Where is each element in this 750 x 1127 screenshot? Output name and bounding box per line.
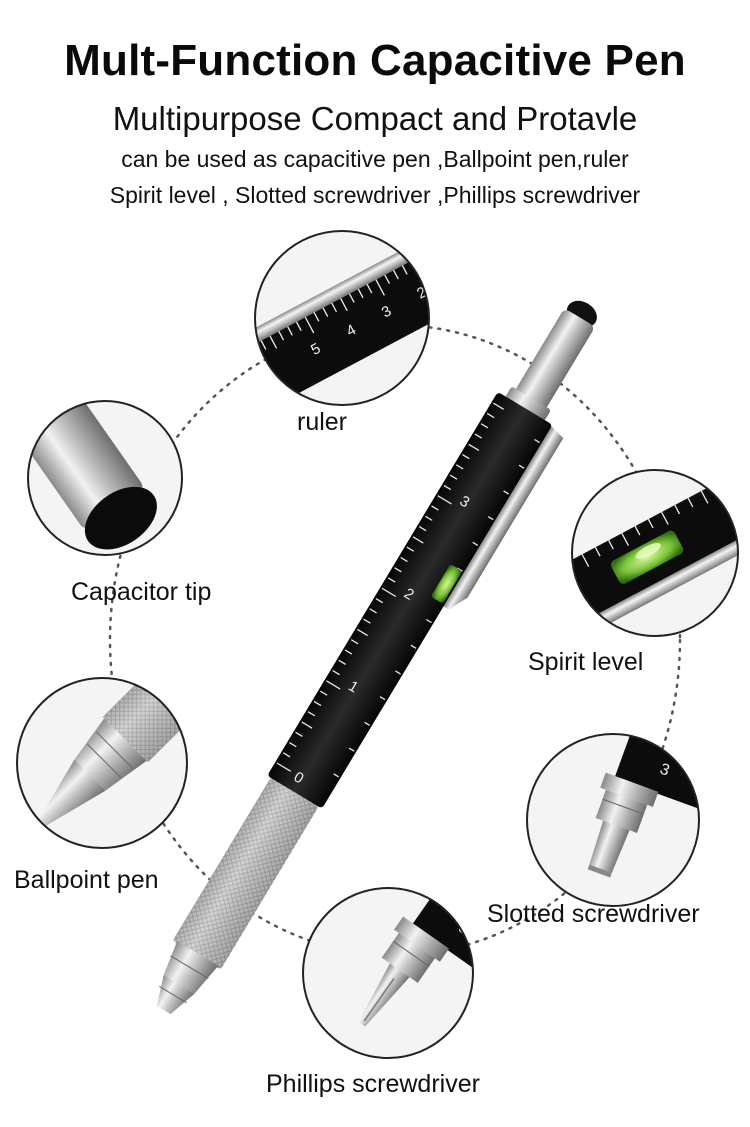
label-slotted-screwdriver: Slotted screwdriver	[487, 900, 700, 928]
description-line-2: Spirit level , Slotted screwdriver ,Phil…	[109, 182, 641, 208]
spirit-level-window	[431, 565, 462, 603]
label-ballpoint-pen: Ballpoint pen	[14, 866, 159, 894]
capacitor-tip-detail-circle	[27, 400, 183, 556]
main-pen: 0 1 2 3	[156, 300, 597, 1015]
page-title: Mult-Function Capacitive Pen	[64, 36, 686, 85]
level-vial	[610, 530, 684, 584]
slotted-screwdriver-detail-circle: 3	[526, 733, 700, 907]
page-subtitle: Multipurpose Compact and Protavle	[112, 100, 638, 137]
label-ruler: ruler	[297, 408, 348, 436]
label-capacitor-tip: Capacitor tip	[71, 578, 212, 606]
ballpoint-cone	[156, 975, 195, 1015]
ballpoint-detail-circle	[16, 677, 188, 849]
spirit-level-detail-circle	[571, 469, 739, 637]
description-line-1: can be used as capacitive pen ,Ballpoint…	[121, 146, 629, 172]
ruler-body	[268, 393, 552, 808]
upper-chrome-cap	[516, 310, 594, 409]
label-spirit-level: Spirit level	[528, 648, 644, 676]
pocket-clip	[443, 426, 564, 610]
ruler-detail-circle: 5 4 3 2	[254, 230, 430, 406]
label-phillips-screwdriver: Phillips screwdriver	[266, 1070, 480, 1098]
